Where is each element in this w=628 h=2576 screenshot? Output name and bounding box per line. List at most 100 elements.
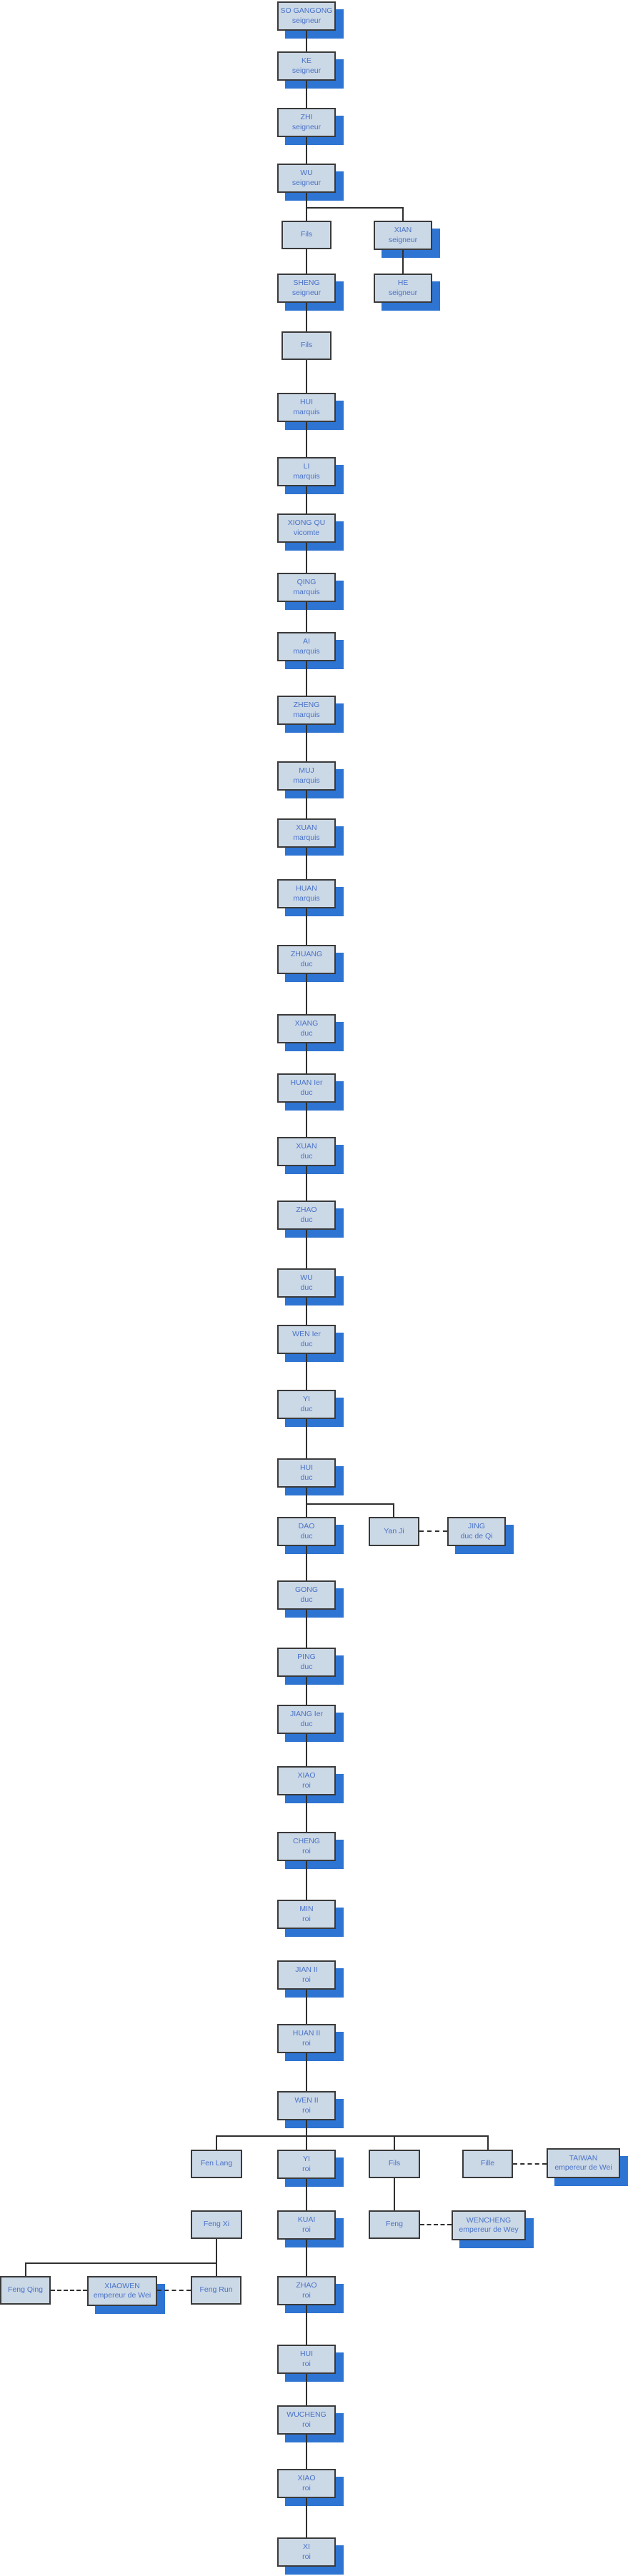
connector-line (306, 1734, 307, 1766)
tree-node-feng-run[interactable]: Feng Run (191, 2276, 241, 2305)
connector-line (306, 1795, 307, 1832)
node-title: roi (302, 1914, 311, 1923)
connector-line (306, 137, 307, 164)
node-label: QING (296, 578, 317, 587)
tree-node-feng[interactable]: Feng (369, 2210, 420, 2239)
node-title: marquis (293, 833, 320, 842)
connector-line (306, 2498, 307, 2537)
connector-line (306, 2305, 307, 2345)
node-title: roi (302, 2038, 311, 2048)
tree-node-fille[interactable]: Fille (462, 2150, 513, 2178)
connector-line (306, 207, 307, 221)
connector-line (306, 1230, 307, 1268)
node-label: WUCHENG (286, 2410, 327, 2420)
node-title: roi (302, 2164, 311, 2173)
tree-node-fils-3[interactable]: Fils (369, 2150, 420, 2178)
connector-line (306, 207, 404, 209)
node-label: HUAN II (292, 2029, 321, 2038)
connector-line (306, 791, 307, 818)
connector-line (306, 1419, 307, 1458)
node-label: HUI (299, 1463, 314, 1473)
node-title: roi (302, 1780, 311, 1790)
node-label: JIAN II (295, 1965, 318, 1975)
tree-node-fils-2[interactable]: Fils (281, 331, 332, 360)
node-label: PING (297, 1653, 316, 1662)
node-label: Feng (386, 2220, 403, 2229)
connector-line (306, 1610, 307, 1648)
connector-line (394, 2135, 395, 2150)
node-title: duc de Qi (460, 1531, 493, 1540)
node-label: Fils (300, 230, 313, 239)
node-label: ZHENG (293, 701, 320, 710)
node-title: duc (300, 1028, 313, 1038)
marriage-dashed-line (157, 2290, 191, 2291)
connector-line (306, 1298, 307, 1325)
connector-line (306, 2179, 307, 2210)
node-title: duc (300, 1404, 313, 1413)
node-title: duc (300, 1151, 313, 1161)
node-title: duc (300, 1595, 313, 1604)
node-label: JIANG Ier (289, 1710, 324, 1719)
node-title: duc (300, 1531, 313, 1540)
node-label: GONG (294, 1585, 319, 1595)
node-title: roi (302, 1846, 311, 1855)
node-title: empereur de Wei (554, 2163, 612, 2172)
node-title: duc (300, 1283, 313, 1292)
connector-line (306, 1546, 307, 1580)
tree-node-feng-qing[interactable]: Feng Qing (0, 2276, 51, 2305)
tree-node-yan-ji[interactable]: Yan Ji (369, 1517, 419, 1546)
node-title: seigneur (291, 288, 322, 297)
node-title: seigneur (291, 178, 322, 187)
tree-node-fen-lang[interactable]: Fen Lang (191, 2150, 242, 2178)
tree-node-feng-xi[interactable]: Feng Xi (191, 2210, 242, 2239)
tree-node-fils-1[interactable]: Fils (281, 221, 332, 249)
node-label: SHENG (293, 279, 320, 288)
